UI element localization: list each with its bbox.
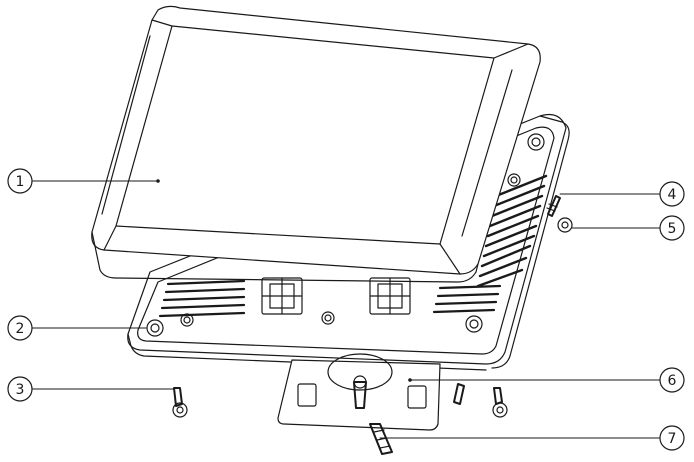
callout-7-label: 7 <box>668 431 677 447</box>
front-display-panel <box>91 5 541 283</box>
screw-4 <box>546 195 561 217</box>
callout-6: 6 <box>659 367 685 393</box>
callout-1: 1 <box>7 168 33 194</box>
screw-3 <box>172 387 188 418</box>
callout-7: 7 <box>659 425 685 451</box>
callout-6-label: 6 <box>668 373 677 389</box>
mounting-clip-left <box>261 277 303 315</box>
callout-1-label: 1 <box>16 174 25 190</box>
callout-2-label: 2 <box>16 321 25 337</box>
callout-3: 3 <box>7 376 33 402</box>
washer-5 <box>557 217 573 233</box>
mounting-clip-right <box>369 277 411 315</box>
rear-housing <box>127 113 570 371</box>
callout-5: 5 <box>659 215 685 241</box>
callout-4-label: 4 <box>668 187 677 203</box>
wall-bracket <box>277 353 441 431</box>
callout-3-label: 3 <box>16 382 25 398</box>
callout-4: 4 <box>659 181 685 207</box>
screw-bracket-center <box>353 375 367 409</box>
vents-right <box>432 284 502 314</box>
housing-bosses <box>146 133 545 337</box>
screw-right-bracket <box>492 387 508 418</box>
callout-2: 2 <box>7 315 33 341</box>
screw-6 <box>453 383 465 405</box>
vents-left <box>158 279 246 318</box>
leader-lines <box>31 179 661 439</box>
callout-5-label: 5 <box>668 221 677 237</box>
vents-side <box>476 174 548 288</box>
